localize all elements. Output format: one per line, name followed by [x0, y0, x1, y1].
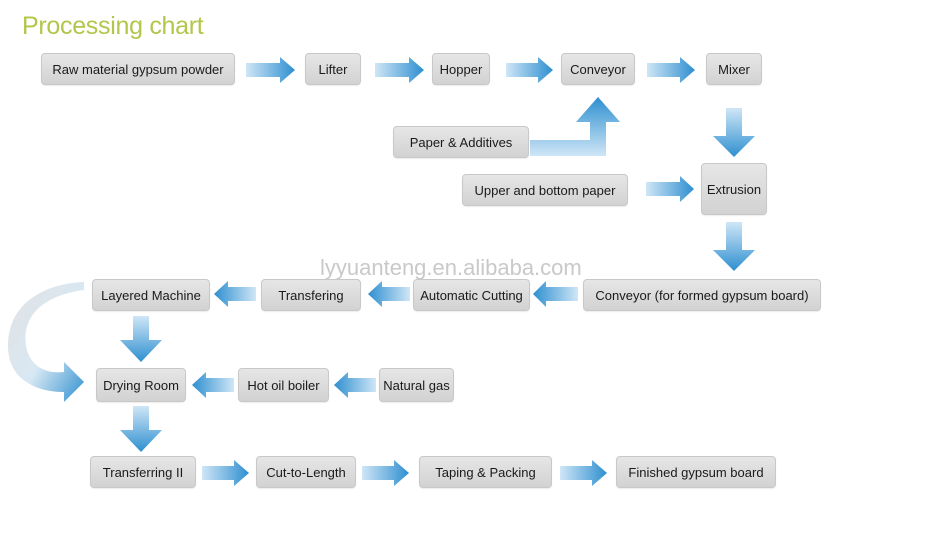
chart-title: Processing chart: [22, 12, 204, 40]
node-cut-to-length: Cut-to-Length: [256, 456, 356, 488]
node-natural-gas: Natural gas: [379, 368, 454, 402]
node-transferring: Transfering: [261, 279, 361, 311]
node-automatic-cutting: Automatic Cutting: [413, 279, 530, 311]
node-lifter: Lifter: [305, 53, 361, 85]
node-taping-packing: Taping & Packing: [419, 456, 552, 488]
arrow-left-4: [192, 372, 234, 398]
node-hot-oil-boiler: Hot oil boiler: [238, 368, 329, 402]
node-finished: Finished gypsum board: [616, 456, 776, 488]
node-extrusion: Extrusion: [701, 163, 767, 215]
node-mixer: Mixer: [706, 53, 762, 85]
node-drying-room: Drying Room: [96, 368, 186, 402]
arrow-right-5: [646, 176, 694, 202]
arrow-right-7: [362, 460, 409, 486]
node-layered-machine: Layered Machine: [92, 279, 210, 311]
node-conveyor-formed: Conveyor (for formed gypsum board): [583, 279, 821, 311]
arrow-down-2: [713, 222, 755, 271]
arrow-right-6: [202, 460, 249, 486]
node-transferring-2: Transferring II: [90, 456, 196, 488]
arrow-down-3: [120, 316, 162, 362]
arrow-right-8: [560, 460, 607, 486]
arrow-down-4: [120, 406, 162, 452]
node-upper-bottom-paper: Upper and bottom paper: [462, 174, 628, 206]
node-paper-additives: Paper & Additives: [393, 126, 529, 158]
arrow-curve: [8, 282, 84, 402]
watermark: lyyuanteng.en.alibaba.com: [320, 255, 582, 280]
arrow-right-4: [647, 57, 695, 83]
node-conveyor: Conveyor: [561, 53, 635, 85]
arrow-l-up: [530, 97, 620, 156]
node-raw-material: Raw material gypsum powder: [41, 53, 235, 85]
arrow-down-1: [713, 108, 755, 157]
arrow-left-3: [214, 281, 256, 307]
arrow-left-5: [334, 372, 376, 398]
node-hopper: Hopper: [432, 53, 490, 85]
arrow-right-2: [375, 57, 424, 83]
arrow-right-1: [246, 57, 295, 83]
arrow-right-3: [506, 57, 553, 83]
arrow-left-2: [368, 281, 410, 307]
arrow-left-1: [533, 281, 578, 307]
